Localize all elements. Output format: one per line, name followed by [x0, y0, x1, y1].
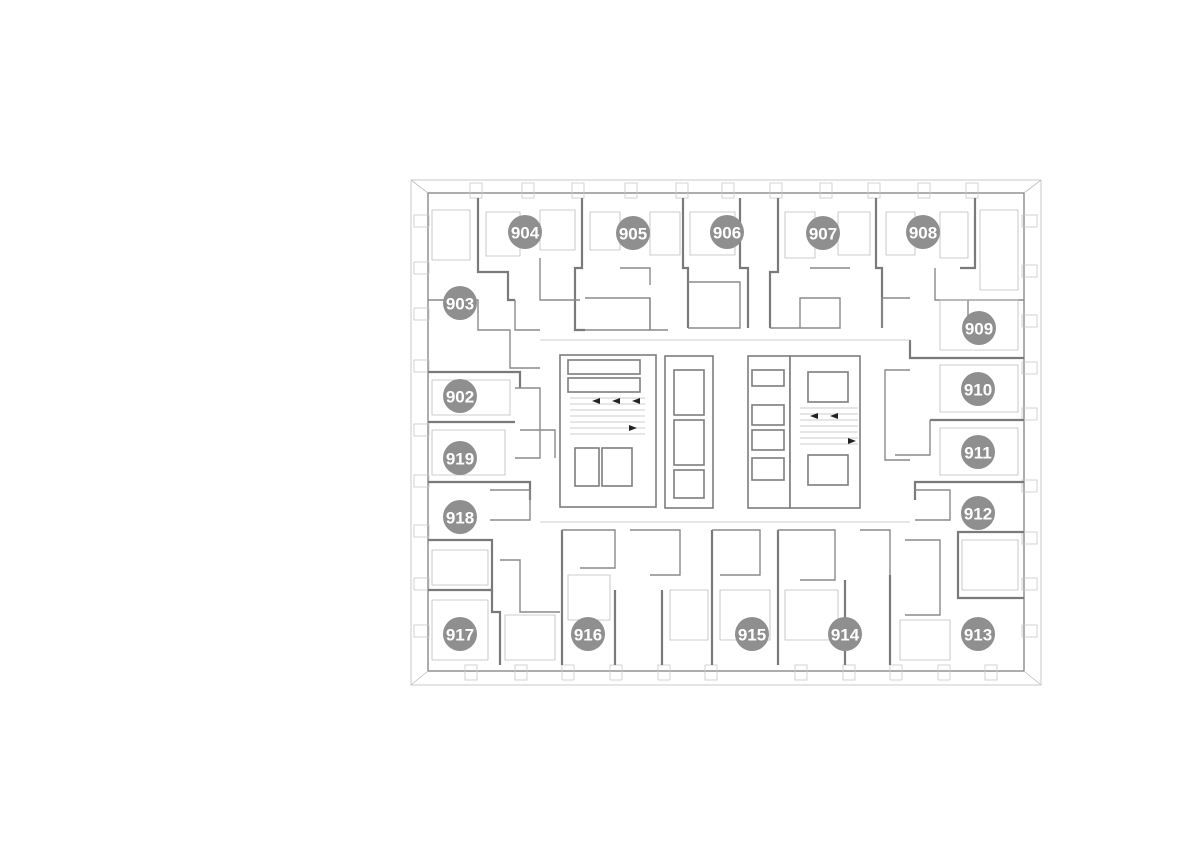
building-outline	[410, 179, 1042, 686]
unit-marker-912[interactable]: 912	[961, 496, 995, 530]
unit-marker-914[interactable]: 914	[828, 617, 862, 651]
unit-number-label: 918	[446, 509, 474, 528]
unit-number-label: 916	[574, 626, 602, 645]
unit-marker-circle	[443, 500, 477, 534]
unit-marker-904[interactable]: 904	[508, 215, 542, 249]
unit-number-label: 910	[964, 381, 992, 400]
unit-number-label: 906	[713, 224, 741, 243]
unit-marker-circle	[961, 435, 995, 469]
unit-number-label: 917	[446, 626, 474, 645]
unit-marker-903[interactable]: 903	[443, 286, 477, 320]
bottom-apartment-walls	[431, 529, 951, 665]
unit-markers: 903 904 905 906 907 908 909 910 911 912 902 919 918 9…	[443, 215, 996, 651]
unit-marker-circle	[443, 617, 477, 651]
unit-number-label: 909	[965, 320, 993, 339]
unit-marker-circle	[571, 617, 605, 651]
unit-marker-circle	[443, 441, 477, 475]
unit-number-label: 903	[446, 295, 474, 314]
unit-marker-919[interactable]: 919	[443, 441, 477, 475]
unit-marker-917[interactable]: 917	[443, 617, 477, 651]
building-core	[540, 339, 910, 523]
facade-piers	[413, 182, 1038, 681]
unit-marker-913[interactable]: 913	[961, 617, 995, 651]
unit-number-label: 912	[964, 505, 992, 524]
unit-number-label: 902	[446, 388, 474, 407]
unit-marker-circle	[961, 617, 995, 651]
unit-number-label: 911	[964, 444, 991, 463]
unit-marker-911[interactable]: 911	[961, 435, 995, 469]
unit-marker-circle	[962, 311, 996, 345]
unit-marker-circle	[443, 286, 477, 320]
unit-marker-circle	[616, 216, 650, 250]
top-apartment-walls	[428, 198, 1019, 369]
unit-number-label: 907	[809, 225, 837, 244]
unit-marker-circle	[961, 496, 995, 530]
unit-marker-circle	[735, 617, 769, 651]
unit-marker-906[interactable]: 906	[710, 215, 744, 249]
unit-marker-918[interactable]: 918	[443, 500, 477, 534]
unit-marker-circle	[508, 215, 542, 249]
unit-marker-902[interactable]: 902	[443, 379, 477, 413]
unit-marker-905[interactable]: 905	[616, 216, 650, 250]
unit-marker-915[interactable]: 915	[735, 617, 769, 651]
unit-marker-circle	[443, 379, 477, 413]
unit-number-label: 905	[619, 225, 647, 244]
unit-number-label: 904	[511, 224, 540, 243]
unit-marker-circle	[961, 372, 995, 406]
unit-number-label: 914	[831, 626, 860, 645]
side-apartment-walls	[428, 299, 1024, 600]
unit-number-label: 908	[909, 224, 937, 243]
unit-number-label: 915	[738, 626, 766, 645]
unit-marker-908[interactable]: 908	[906, 215, 940, 249]
unit-marker-circle	[906, 215, 940, 249]
unit-number-label: 913	[964, 626, 992, 645]
unit-marker-circle	[806, 216, 840, 250]
unit-marker-circle	[828, 617, 862, 651]
unit-marker-circle	[710, 215, 744, 249]
unit-marker-907[interactable]: 907	[806, 216, 840, 250]
unit-marker-909[interactable]: 909	[962, 311, 996, 345]
unit-marker-910[interactable]: 910	[961, 372, 995, 406]
unit-number-label: 919	[446, 450, 474, 469]
unit-marker-916[interactable]: 916	[571, 617, 605, 651]
